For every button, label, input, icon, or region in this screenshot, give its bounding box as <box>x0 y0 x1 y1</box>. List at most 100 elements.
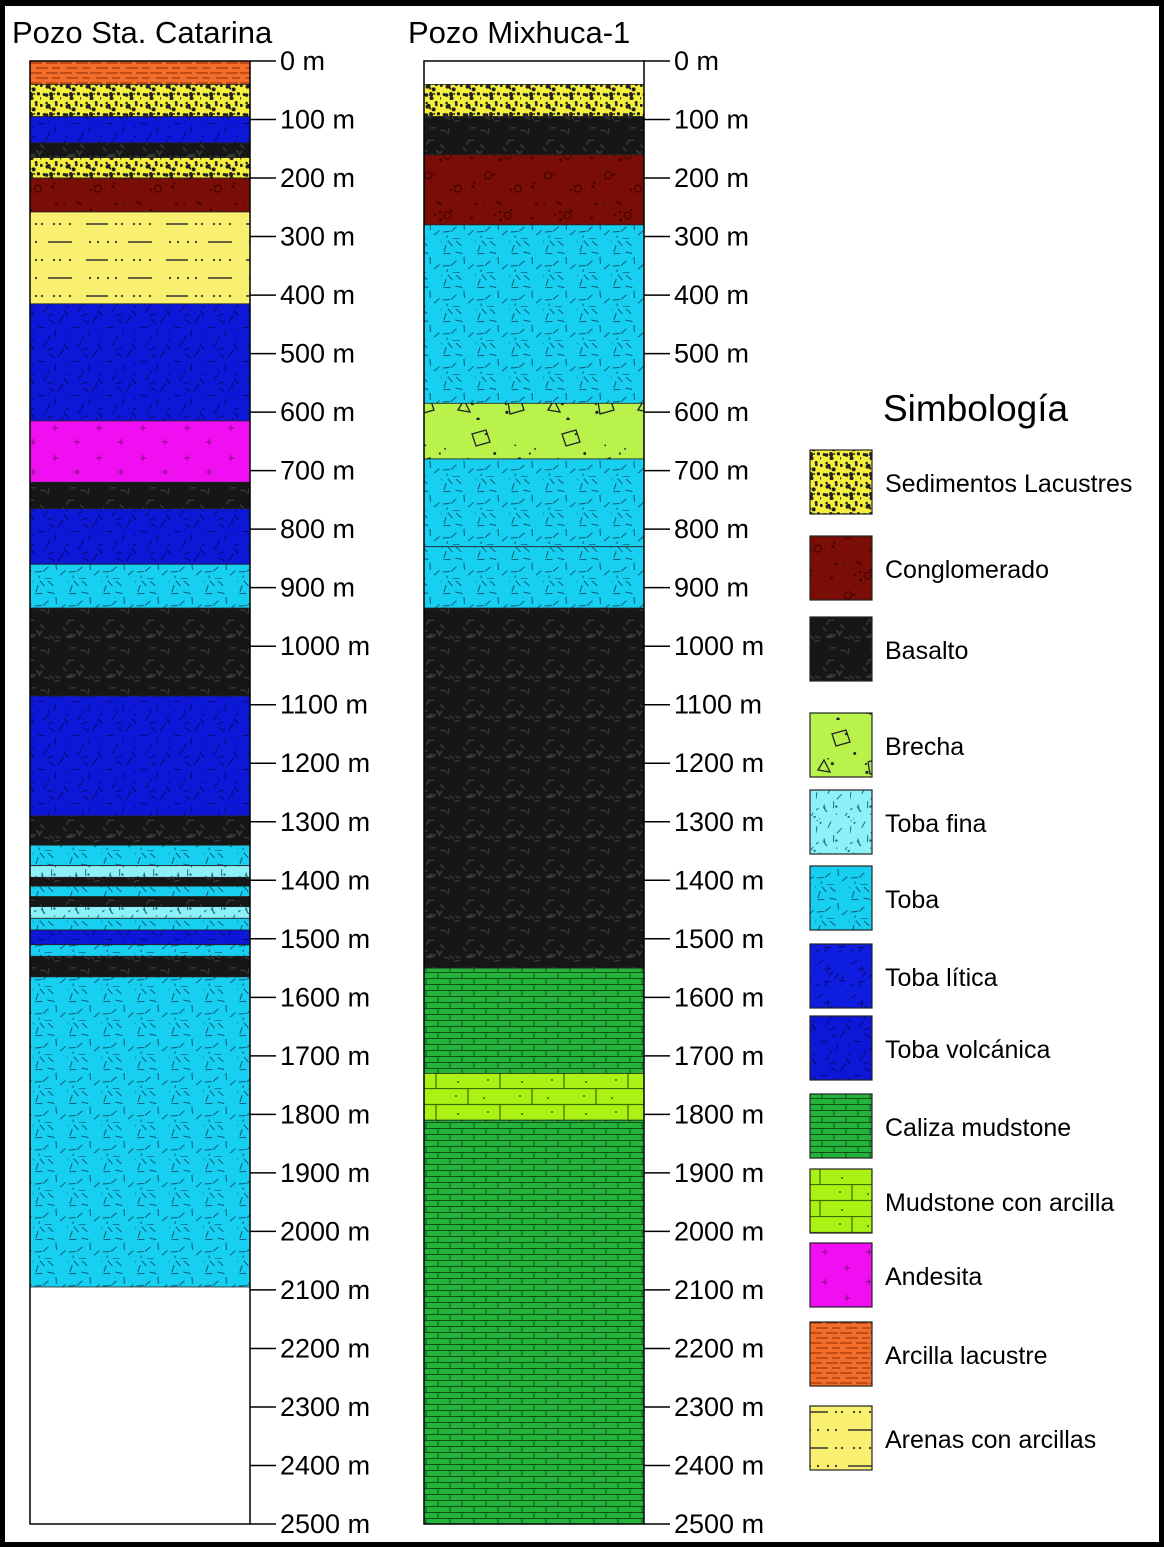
legend-swatch <box>809 1321 873 1387</box>
legend-item-basalto: Basalto <box>809 616 968 682</box>
legend-swatch <box>809 1242 873 1308</box>
layer-tobavol <box>29 508 251 565</box>
legend-label: Conglomerado <box>885 556 1049 584</box>
legend-swatch <box>809 789 873 855</box>
depth-tick-label: 1600 m <box>280 982 370 1012</box>
legend-swatch <box>809 1168 873 1234</box>
depth-tick-label: 1700 m <box>280 1041 370 1071</box>
layer-arcilla <box>29 60 251 85</box>
depth-tick-label: 200 m <box>280 163 355 193</box>
layer-basalto <box>29 896 251 908</box>
depth-tick-label: 0 m <box>674 46 719 76</box>
depth-tick-label: 2500 m <box>674 1509 764 1539</box>
depth-tick-label: 300 m <box>674 222 749 252</box>
column-mixhuca <box>423 60 645 1525</box>
depth-tick-label: 700 m <box>280 456 355 486</box>
layer-basalto <box>29 481 251 510</box>
legend-swatch <box>809 712 873 778</box>
legend-label: Sedimentos Lacustres <box>885 470 1132 498</box>
layer-toba <box>29 944 251 957</box>
layer-toba <box>29 917 251 931</box>
legend-item-arcilla: Arcilla lacustre <box>809 1321 1048 1387</box>
depth-tick-label: 900 m <box>674 573 749 603</box>
depth-tick-label: 2200 m <box>280 1333 370 1363</box>
depth-tick-label: 1100 m <box>280 690 368 720</box>
depth-tick-label: 300 m <box>280 222 355 252</box>
depth-tick-label: 2300 m <box>280 1392 370 1422</box>
layer-mudarc <box>423 1072 645 1121</box>
legend-label: Caliza mudstone <box>885 1114 1071 1142</box>
layer-basalto <box>29 876 251 887</box>
layer-caliza <box>423 1119 645 1525</box>
legend-label: Basalto <box>885 637 968 665</box>
layer-toba <box>29 885 251 898</box>
legend-label: Andesita <box>885 1263 982 1291</box>
depth-tick-label: 2400 m <box>674 1450 764 1480</box>
depth-tick-label: 1300 m <box>280 807 370 837</box>
layer-sed <box>29 84 251 117</box>
depth-tick-label: 1800 m <box>674 1099 764 1129</box>
depth-tick-label: 1600 m <box>674 982 764 1012</box>
depth-tick-label: 2100 m <box>674 1275 764 1305</box>
depth-tick-label: 1400 m <box>674 865 764 895</box>
layer-basalto <box>423 116 645 156</box>
legend-item-andesita: Andesita <box>809 1242 982 1308</box>
depth-tick-label: 2000 m <box>280 1216 370 1246</box>
depth-tick-label: 2000 m <box>674 1216 764 1246</box>
depth-tick-label: 1800 m <box>280 1099 370 1129</box>
depth-tick-label: 1500 m <box>674 924 764 954</box>
legend-label: Toba lítica <box>885 964 998 992</box>
depth-tick-label: 2300 m <box>674 1392 764 1422</box>
legend-label: Arcilla lacustre <box>885 1342 1048 1370</box>
depth-tick-label: 200 m <box>674 163 749 193</box>
well-title-sta-catarina: Pozo Sta. Catarina <box>12 15 273 50</box>
layer-conglo <box>29 177 251 213</box>
depth-tick-label: 1400 m <box>280 865 370 895</box>
layer-tobavol <box>29 695 251 817</box>
layer-toba <box>29 844 251 867</box>
depth-tick-label: 0 m <box>280 46 325 76</box>
layer-sed <box>423 84 645 117</box>
well-title-mixhuca: Pozo Mixhuca-1 <box>408 15 630 50</box>
layer-tobafina <box>29 865 251 878</box>
layer-basalto <box>29 142 251 158</box>
legend-label: Toba volcánica <box>885 1036 1050 1064</box>
legend-label: Toba <box>885 886 939 914</box>
depth-tick-label: 2100 m <box>280 1275 370 1305</box>
legend-item-toba: Toba <box>809 865 939 931</box>
legend-label: Brecha <box>885 733 964 761</box>
depth-tick-label: 1700 m <box>674 1041 764 1071</box>
legend-swatch <box>809 865 873 931</box>
depth-tick-label: 2500 m <box>280 1509 370 1539</box>
layer-tobafina <box>29 906 251 919</box>
depth-tick-label: 2400 m <box>280 1450 370 1480</box>
layer-basalto <box>29 815 251 846</box>
depth-tick-label: 400 m <box>674 280 749 310</box>
depth-tick-label: 600 m <box>674 397 749 427</box>
depth-tick-label: 100 m <box>674 105 749 135</box>
layer-conglo <box>423 154 645 226</box>
depth-tick-label: 500 m <box>674 339 749 369</box>
legend-label: Arenas con arcillas <box>885 1426 1096 1454</box>
layer-toba <box>29 563 251 609</box>
layer-toba <box>423 458 645 548</box>
depth-tick-label: 800 m <box>280 514 355 544</box>
legend-item-tobalitica: Toba lítica <box>809 943 998 1009</box>
depth-tick-label: 1000 m <box>280 631 370 661</box>
layer-tobavol <box>29 303 251 422</box>
column-sta-catarina <box>29 60 251 1525</box>
layer-caliza <box>423 967 645 1074</box>
legend-label: Toba fina <box>885 810 987 838</box>
layer-basalto <box>423 607 645 969</box>
legend-item-caliza: Caliza mudstone <box>809 1093 1071 1159</box>
legend-label: Mudstone con arcilla <box>885 1189 1114 1217</box>
layer-tobavol <box>29 116 251 144</box>
legend-swatch <box>809 1093 873 1159</box>
depth-tick-label: 600 m <box>280 397 355 427</box>
layer-tobavol <box>29 929 251 946</box>
legend-swatch <box>809 1015 873 1081</box>
legend-title: Simbología <box>883 388 1069 429</box>
